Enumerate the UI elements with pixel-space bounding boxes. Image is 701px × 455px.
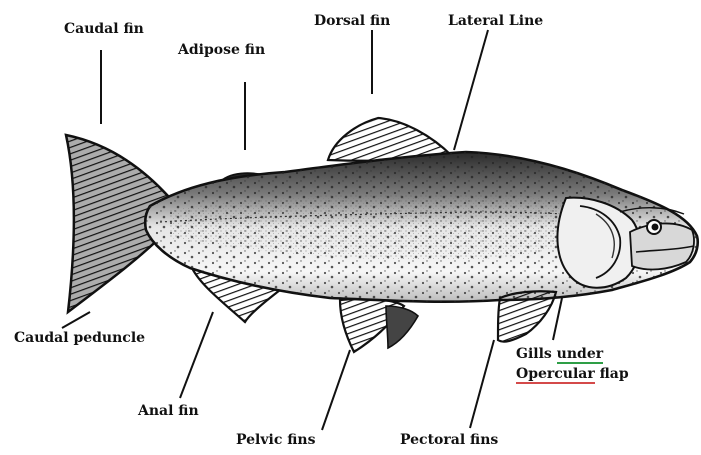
- leader-caudal-peduncle: [62, 312, 90, 328]
- gills-label-word-gills: Gills: [516, 346, 557, 362]
- gills-label-line-1: Gills under: [516, 344, 629, 364]
- label-gills-under-opercular-flap: Gills under Opercular flap: [516, 344, 629, 384]
- gills-label-line-2: Opercular flap: [516, 364, 629, 384]
- label-pectoral-fins: Pectoral fins: [400, 433, 498, 447]
- label-dorsal-fin: Dorsal fin: [314, 14, 390, 28]
- label-caudal-fin: Caudal fin: [64, 22, 144, 36]
- leader-anal-fin: [180, 312, 213, 398]
- pelvic-fin-back-shape: [386, 306, 418, 348]
- label-pelvic-fins: Pelvic fins: [236, 433, 315, 447]
- leader-lateral-line: [454, 30, 488, 150]
- gills-label-word-flap: flap: [595, 366, 629, 382]
- label-caudal-peduncle: Caudal peduncle: [14, 331, 145, 345]
- gills-label-word-opercular: Opercular: [516, 366, 595, 384]
- leader-pelvic-fins: [322, 350, 350, 430]
- label-anal-fin: Anal fin: [138, 404, 199, 418]
- leader-gills: [553, 298, 562, 340]
- pectoral-fin-shape: [498, 291, 556, 341]
- leader-pectoral-fins: [470, 340, 494, 428]
- label-lateral-line: Lateral Line: [448, 14, 543, 28]
- label-adipose-fin: Adipose fin: [178, 43, 265, 57]
- gills-label-word-under: under: [557, 346, 603, 364]
